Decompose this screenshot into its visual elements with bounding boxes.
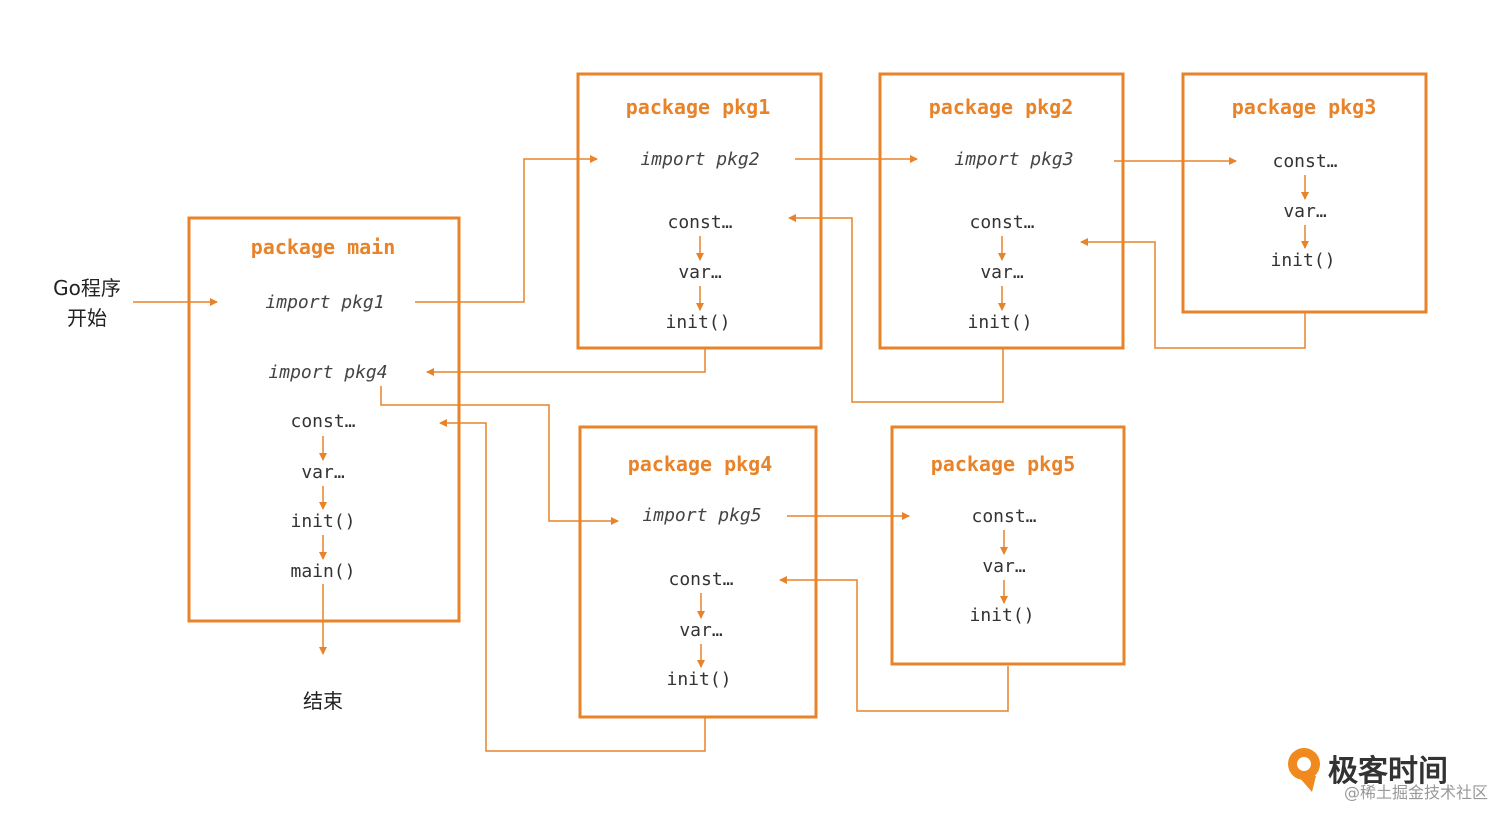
- pkg2-title: package pkg2: [929, 95, 1074, 119]
- pkg3-init: init(): [1270, 250, 1335, 271]
- pkg5-init: init(): [969, 605, 1034, 626]
- arrow-pkg1-return: [426, 349, 706, 376]
- arrow-pkg4-return: [439, 419, 706, 752]
- end-label: 结束: [303, 689, 343, 713]
- start-label-line2: 开始: [67, 306, 107, 330]
- watermark: @稀土掘金技术社区: [1344, 783, 1488, 802]
- arrow-pkg3-return: [1080, 238, 1306, 349]
- package-pkg3-box: [1181, 72, 1428, 314]
- pkg4-const: const…: [668, 569, 733, 590]
- main-import-pkg1: import pkg1: [265, 292, 384, 313]
- pkg4-import-pkg5: import pkg5: [642, 505, 761, 526]
- package-main-box: [187, 216, 461, 623]
- pkg5-const: const…: [971, 506, 1036, 527]
- main-title: package main: [251, 235, 396, 259]
- start-label-line1: Go程序: [53, 276, 121, 300]
- pkg1-title: package pkg1: [626, 95, 771, 119]
- package-pkg5-box: [890, 425, 1126, 666]
- package-pkg2-box: [878, 72, 1125, 350]
- pkg2-const: const…: [969, 212, 1034, 233]
- package-pkg1-box: [576, 72, 823, 350]
- pkg2-import-pkg3: import pkg3: [954, 149, 1073, 170]
- arrow-pkg5-return: [779, 576, 1009, 712]
- pkg3-title: package pkg3: [1232, 95, 1377, 119]
- main-init: init(): [290, 511, 355, 532]
- pkg2-init: init(): [967, 312, 1032, 333]
- connector-arrows: [133, 155, 1306, 752]
- pkg3-var: var…: [1283, 201, 1327, 222]
- pkg1-init: init(): [665, 312, 730, 333]
- pkg1-import-pkg2: import pkg2: [640, 149, 759, 170]
- pkg5-title: package pkg5: [931, 452, 1076, 476]
- arrow-pkg2-return: [788, 214, 1004, 403]
- arrow-main-to-pkg4: [380, 386, 619, 525]
- logo-text: 极客时间: [1328, 754, 1448, 789]
- pkg1-var: var…: [678, 262, 722, 283]
- pkg4-var: var…: [679, 620, 723, 641]
- arrow-main-to-pkg1: [415, 155, 598, 303]
- main-const: const…: [290, 411, 355, 432]
- pkg2-var: var…: [980, 262, 1024, 283]
- pkg5-var: var…: [982, 556, 1026, 577]
- pkg4-init: init(): [666, 669, 731, 690]
- main-import-pkg4: import pkg4: [268, 362, 387, 383]
- geektime-logo-icon: [1288, 748, 1320, 792]
- internal-arrows: [319, 175, 1309, 668]
- package-pkg4-box: [578, 425, 818, 719]
- main-var: var…: [301, 462, 345, 483]
- pkg3-const: const…: [1272, 151, 1337, 172]
- main-main: main(): [290, 561, 355, 582]
- pkg1-const: const…: [667, 212, 732, 233]
- pkg4-title: package pkg4: [628, 452, 773, 476]
